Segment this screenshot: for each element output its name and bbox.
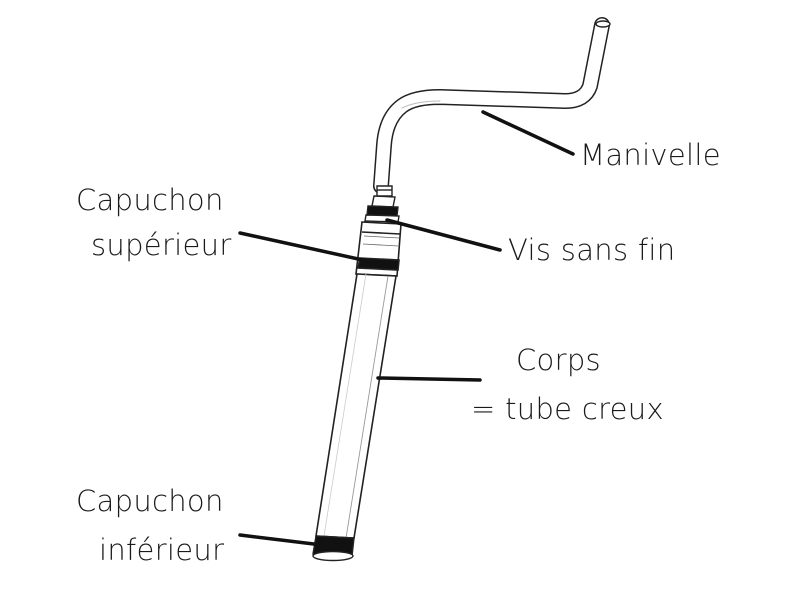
tube-body [315,273,397,539]
worm-screw [364,185,400,223]
label-capuchon-inferieur-line1: Capuchon [76,484,224,518]
label-vis-sans-fin: Vis sans fin [508,233,676,267]
label-capuchon-superieur-line2: supérieur [91,228,232,262]
label-corps-line1: Corps [516,343,601,377]
label-capuchon-superieur-line1: Capuchon [76,183,224,217]
label-corps-line2: = tube creux [471,392,664,426]
leader-lines [238,110,575,547]
label-manivelle: Manivelle [580,138,721,172]
leader-vis-sans-fin [385,218,502,252]
leader-corps [376,376,482,382]
label-capuchon-inferieur-line2: inférieur [99,533,225,567]
upper-cap [355,221,402,277]
leader-capuchon-superieur [238,231,374,264]
lower-cap [312,535,355,562]
crank-handle [373,17,611,194]
leader-capuchon-inferieur [238,533,324,547]
leader-manivelle [481,110,575,156]
